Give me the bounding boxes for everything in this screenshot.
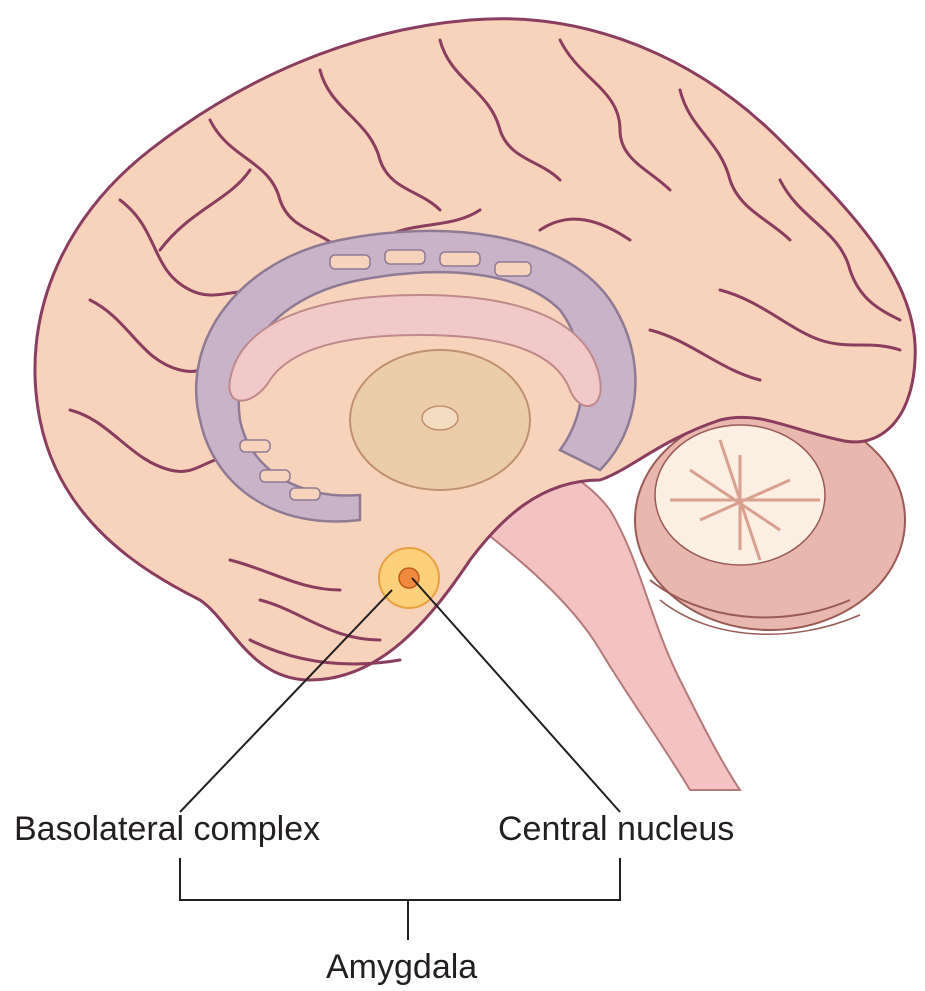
label-amygdala: Amygdala (326, 950, 477, 984)
label-central-nucleus: Central nucleus (498, 812, 734, 846)
thalamus-highlight (422, 406, 458, 430)
cerebellum (635, 410, 905, 634)
label-basolateral-complex: Basolateral complex (14, 812, 320, 846)
amygdala-bracket (180, 858, 620, 900)
